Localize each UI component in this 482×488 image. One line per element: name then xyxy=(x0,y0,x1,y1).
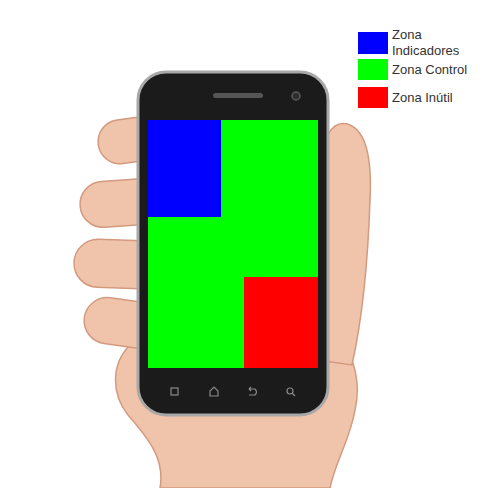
legend-swatch xyxy=(358,87,388,108)
screen-useless-zone xyxy=(244,277,318,368)
speaker-slot xyxy=(213,93,263,98)
search-handle xyxy=(292,393,295,396)
legend-label: Zona Inútil xyxy=(392,90,478,106)
back-button xyxy=(249,387,257,395)
menu-button xyxy=(171,388,178,395)
phone-buttons xyxy=(171,387,295,396)
camera xyxy=(292,92,300,100)
legend-item: Zona Control xyxy=(358,59,478,80)
phone xyxy=(138,72,328,415)
legend-item: Zona Inútil xyxy=(358,87,478,108)
legend-item: Zona Indicadores xyxy=(358,27,478,58)
screen-control-zone xyxy=(148,120,318,368)
screen-indicator-zone xyxy=(148,120,221,217)
legend-swatch xyxy=(358,59,388,80)
phone-body xyxy=(138,72,328,415)
legend-label: Zona Indicadores xyxy=(392,27,478,58)
home-button xyxy=(210,387,218,396)
legend-swatch xyxy=(358,32,388,54)
legend-label: Zona Control xyxy=(392,62,478,78)
